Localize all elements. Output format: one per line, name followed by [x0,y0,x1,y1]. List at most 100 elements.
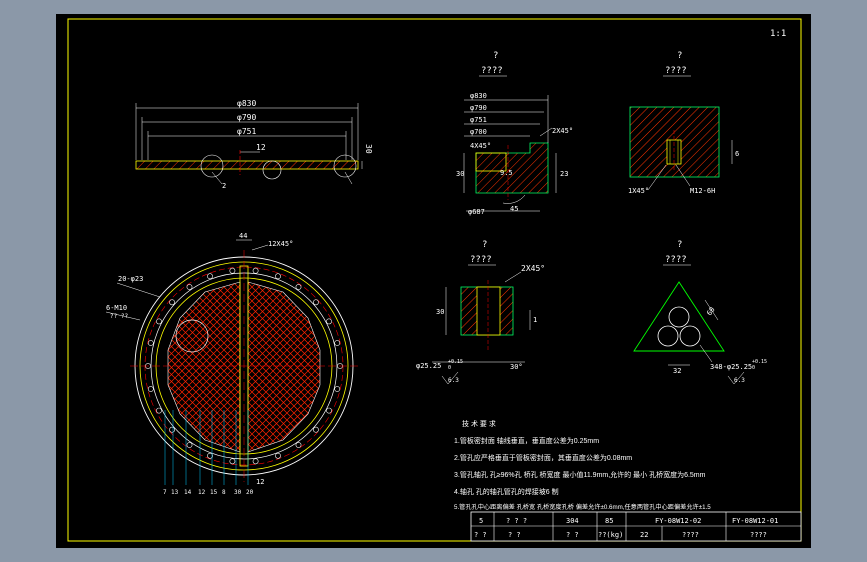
bolt-hole [312,299,319,306]
tb-r2-c2: ? ? [508,531,521,539]
balloon-label: 15 [210,489,218,496]
balloon-label: 30 [234,489,242,496]
section-d-view: ? ???? 60 32 348-φ25.25 +0.15 0 6.3 [633,240,767,385]
bolt-hole [207,273,213,280]
model-space [56,14,811,548]
section-b-dim-1x45: 1X45° [628,187,649,195]
section-c-dim-30deg: 30° [510,363,523,371]
bolt-hole [334,340,341,346]
section-c-dim-2x45: 2X45° [521,264,545,273]
section-a-dim-4x45: 4X45° [470,142,491,150]
section-a-dim-2x45: 2X45° [552,127,573,135]
section-a-dim-700: φ700 [470,128,487,136]
bolt-hole [252,458,259,465]
tb-r2-c5: 22 [640,531,648,539]
strip-view: φ830 φ790 φ751 12 30 2 [135,99,373,190]
section-c-dim-1: 1 [533,316,537,324]
section-a-dim-751: φ751 [470,116,487,124]
section-c-dim-phi: φ25.25 [416,362,441,370]
bolt-hole [295,284,302,290]
bolt-hole [186,284,193,290]
bolt-hole [334,386,341,392]
section-d-dim-holes: 348-φ25.25 [710,363,752,371]
section-a-dim-23: 23 [560,170,568,178]
plate-dim-m10: 6-M10 [106,304,127,312]
section-a-dim-830: φ830 [470,92,487,100]
section-a-dim-9.5: 9.5 [500,169,513,177]
section-a-heading: ? [493,51,498,61]
bolt-hole [275,273,281,280]
bolt-hole [312,426,319,433]
tb-r2-c1: ? ? [474,531,487,539]
scale-label: 1:1 [770,29,786,39]
note-2: 2.管孔应严格垂直于管板密封面，其垂直度公差为0.08mm [454,453,632,462]
bolt-hole [169,426,175,433]
plate-dim-12x45: 12X45° [268,240,293,248]
bolt-hole [169,299,175,306]
tb-r2-c4: ??(kg) [598,531,623,539]
note-3: 3.管孔轴孔 孔≥96%孔 桥孔 桥宽度 最小值11.9mm,允许的 最小 孔桥… [454,470,706,479]
strip-callout-2: 2 [222,182,226,190]
bolt-hole [252,267,259,274]
section-c-tol-upper: +0.15 [448,359,463,365]
balloon-label: 8 [222,489,226,496]
note-5: 5.管孔孔中心距离偏差 孔桥宽 孔桥宽度孔桥 偏差允许±0.6mm,任意两管孔中… [454,503,711,511]
strip-dim-790: φ790 [237,113,256,122]
section-c-tol-lower: 0 [448,365,451,371]
bolt-hole [147,340,154,346]
balloon-label: 13 [171,489,179,496]
canvas-border-left [0,14,56,562]
section-a-dim-30: 30 [456,170,464,178]
plate-dim-12-bottom: 12 [256,478,264,486]
bolt-hole [156,407,162,414]
note-4: 4.轴孔 孔的轴孔管孔的焊接坡6 制 [454,487,559,496]
bolt-hole-pattern [145,267,343,465]
tb-r1-c3: 304 [566,517,579,525]
canvas-border-top [0,0,867,14]
balloon-label: 14 [184,489,192,496]
balloon-label: 20 [246,489,254,496]
section-b-dim-m12: M12-6H [690,187,715,195]
section-a-dim-687: φ687 [468,208,485,216]
strip-dim-751: φ751 [237,127,256,136]
bolt-hole [326,407,332,414]
section-d-heading: ? [677,240,682,250]
tb-r1-c2: ? ? ? [506,517,527,525]
section-d-subheading: ???? [665,255,687,265]
tb-r2-c7: ???? [750,531,767,539]
strip-dim-12: 12 [256,143,266,152]
notes-title: 技 术 要 求 [462,419,496,428]
section-a-subheading: ???? [481,66,503,76]
plate-dim-note: ?? ?? [110,313,128,320]
section-c-heading: ? [482,240,487,250]
tb-r1-c4: 85 [605,517,613,525]
section-b-subheading: ???? [665,66,687,76]
section-c-dim-30: 30 [436,308,444,316]
canvas-border-right [811,14,867,562]
section-d-dim-60: 60 [705,306,716,318]
bolt-hole [147,386,154,392]
section-b-dim-6: 6 [735,150,739,158]
strip-dim-30: 30 [364,144,373,154]
bolt-hole [326,318,332,325]
tb-r1-c1: 5 [479,517,483,525]
bolt-hole [229,267,236,274]
tb-r1-c6: FY-08W12-01 [732,517,778,525]
section-d-dim-32: 32 [673,367,681,375]
plate-dim-holes: 20-φ23 [118,275,143,283]
section-a-dim-45: 45 [510,205,518,213]
tb-r2-c6: ???? [682,531,699,539]
section-a-dim-790: φ790 [470,104,487,112]
strip-dim-830: φ830 [237,99,256,108]
section-c-subheading: ???? [470,255,492,265]
section-d-tol-lower: 0 [752,365,755,371]
section-d-tol-upper: +0.15 [752,359,767,365]
sheet-border [67,18,802,542]
bolt-hole [156,318,162,325]
bolt-hole [186,442,193,448]
bolt-hole [229,458,236,465]
section-b-heading: ? [677,51,682,61]
